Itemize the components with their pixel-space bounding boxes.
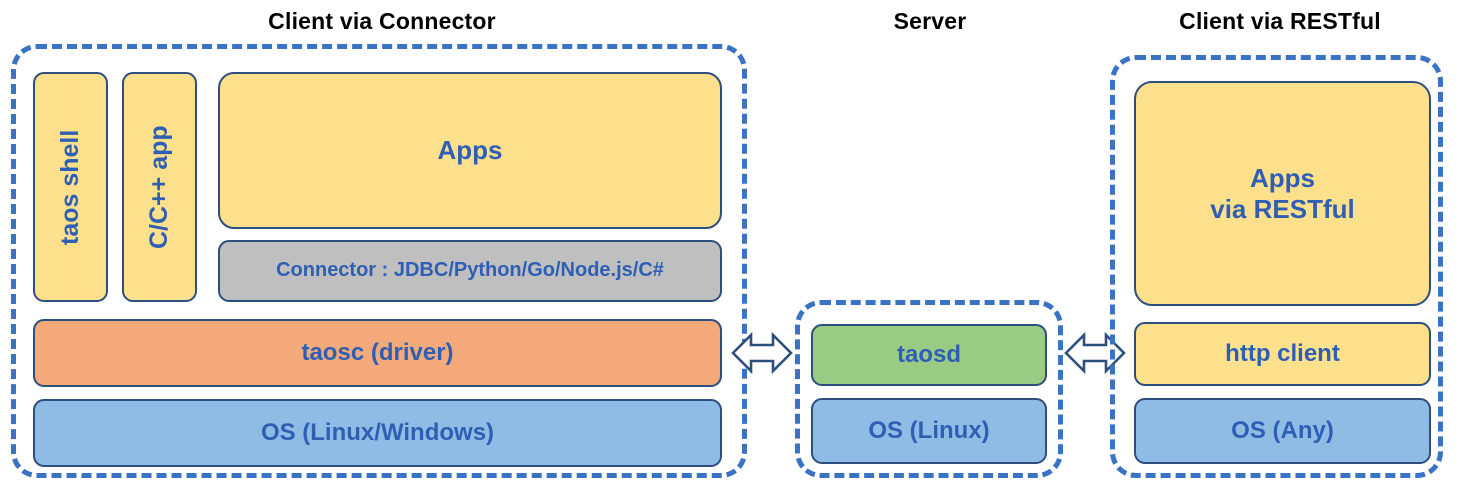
block-taosc-driver[interactable]: taosc (driver) [33,319,722,387]
block-apps[interactable]: Apps [218,72,722,229]
group-client-via-restful [1110,55,1443,478]
block-c-cpp-app[interactable]: C/C++ app [122,72,197,302]
section-title-server: Server [893,8,967,34]
group-client-via-connector [11,44,747,478]
block-os-any[interactable]: OS (Any) [1134,398,1431,464]
block-os-linux-windows[interactable]: OS (Linux/Windows) [33,399,722,467]
block-http-client[interactable]: http client [1134,322,1431,386]
block-taos-shell[interactable]: taos shell [33,72,108,302]
block-os-linux[interactable]: OS (Linux) [811,398,1047,464]
section-title-client-restful: Client via RESTful [1179,8,1381,34]
block-connector[interactable]: Connector : JDBC/Python/Go/Node.js/C# [218,240,722,302]
double-headed-arrow-icon-left [731,327,793,379]
double-headed-arrow-icon-right [1064,327,1126,379]
apps-restful-line-2: via RESTful [1210,193,1355,224]
apps-restful-line-1: Apps [1250,162,1315,193]
group-server [795,300,1063,478]
block-apps-via-restful[interactable]: Apps via RESTful [1134,81,1431,306]
block-taosd[interactable]: taosd [811,324,1047,386]
section-title-client-connector: Client via Connector [268,8,496,34]
